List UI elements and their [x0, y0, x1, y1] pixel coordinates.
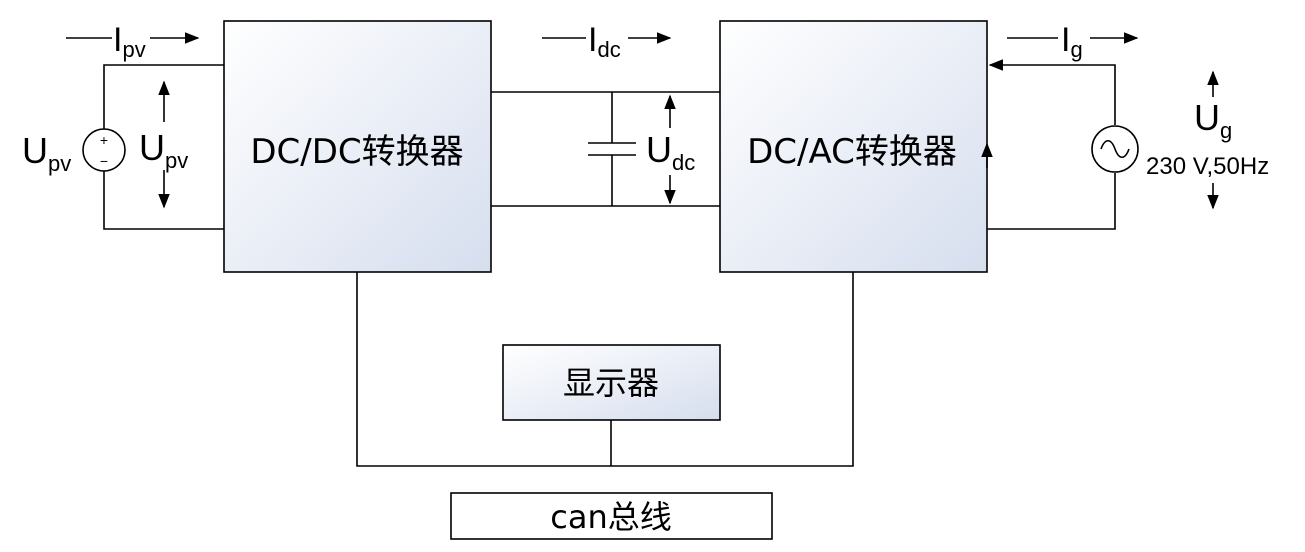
source-minus-sign: −: [100, 153, 108, 169]
ug-label: Ug: [1194, 97, 1232, 143]
dcdc-converter-block: [223, 20, 492, 273]
upv-source-label: Upv: [22, 130, 71, 176]
upv-label: Upv: [139, 127, 188, 173]
can-bus-block: [450, 492, 773, 540]
idc-label: Idc: [588, 21, 621, 62]
ac-source-icon: [1091, 125, 1139, 173]
dcdc-converter-label: DC/DC转换器: [250, 132, 463, 172]
can-bus-label: can总线: [550, 498, 672, 536]
comm-loop-wire: [356, 272, 854, 467]
pv-top-wire: [103, 64, 224, 147]
grid-spec-label: 230 V,50Hz: [1146, 153, 1269, 180]
display-block: [502, 344, 721, 421]
ipv-label: Ipv: [113, 21, 146, 62]
pv-bottom-wire: [103, 167, 224, 230]
grid-bottom-wire: [987, 173, 1116, 230]
dc-voltage-source-icon: + −: [82, 128, 126, 172]
source-plus-sign: +: [100, 132, 108, 148]
display-label: 显示器: [563, 364, 659, 402]
capacitor-icon: [588, 92, 636, 206]
dcac-converter-label: DC/AC转换器: [747, 132, 957, 172]
udc-label: Udc: [646, 129, 695, 175]
ig-label: Ig: [1061, 21, 1083, 62]
dcac-converter-block: [719, 20, 988, 273]
grid-top-wire: [988, 59, 1116, 125]
